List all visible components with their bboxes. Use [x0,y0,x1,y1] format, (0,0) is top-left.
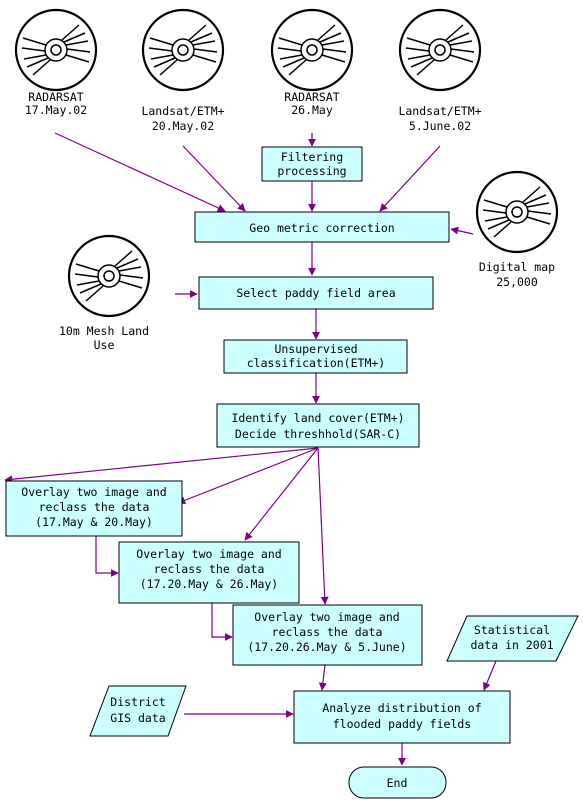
source-label-line2: 17.May.02 [25,103,87,117]
source-radarsat-17may: RADARSAT 17.May.02 [14,8,98,117]
disc-icon [141,8,225,92]
source-landsat-5june: Landsat/ETM+ 5.June.02 [398,8,482,133]
step-overlay-1: Overlay two image and reclass the data (… [5,480,183,537]
step-filtering: Filtering processing [261,146,363,182]
edge-identify-overlay3 [317,447,329,605]
source-radarsat-26may: RADARSAT 26.May [270,8,354,117]
edge-identify-overlay2 [244,447,319,541]
source-digital-map: Digital map 25,000 [475,170,559,289]
step-identify-land-cover: Identify land cover(ETM+) Decide threshh… [216,403,420,448]
source-label-line1: 10m Mesh Land [59,324,149,338]
source-label-line2: 5.June.02 [409,119,471,133]
source-label-line2: 25,000 [496,275,538,289]
data-input-district: District GIS data [89,685,187,737]
step-label-line2: flooded paddy fields [333,717,471,731]
source-label-line1: Digital map [479,260,555,274]
source-label-line2: 20.May.02 [152,119,214,133]
edge-identify-overlay1-right [177,447,319,505]
edges [4,132,497,766]
edge-overlay3-analyze [318,664,327,691]
edge-identify-overlay1-left [4,447,319,484]
step-label-line1: Overlay two image and [254,610,399,624]
data-label-line1: Statistical [474,623,550,637]
data-input-statistical: Statistical data in 2001 [446,615,579,662]
step-label-line2: reclass the data [272,625,383,639]
step-overlay-2: Overlay two image and reclass the data (… [118,541,300,604]
step-label-line1: End [387,776,408,790]
edge-overlay1-overlay2 [95,536,119,577]
data-label-line2: data in 2001 [470,638,553,652]
step-label-line2: processing [277,164,346,178]
disc-icon [475,170,559,254]
step-overlay-3: Overlay two image and reclass the data (… [232,604,423,666]
step-unsupervised: Unsupervised classification(ETM+) [223,339,408,374]
step-label-line1: Select paddy field area [236,286,395,300]
step-label-line3: (17.May & 20.May) [35,515,153,529]
step-label-line2: classification(ETM+) [247,356,385,370]
step-analyze-distribution: Analyze distribution of flooded paddy fi… [293,690,511,744]
edge-overlay2-overlay3 [211,603,233,641]
edge-landsat2-geometric [379,145,441,212]
step-label-line1: Unsupervised [274,342,357,356]
step-label-line1: Filtering [281,150,343,164]
source-label-line1: RADARSAT [28,90,83,104]
step-label-line3: (17.20.26.May & 5.June) [247,640,406,654]
disc-icon [270,8,354,92]
step-geometric-correction: Geo metric correction [194,211,450,243]
step-end: End [348,766,447,799]
step-label-line1: Analyze distribution of [322,701,481,715]
step-label-line1: Identify land cover(ETM+) [231,411,404,425]
source-label-line1: Landsat/ETM+ [398,104,481,118]
edge-digitalmap-geometric [450,226,474,235]
step-label-line2: reclass the data [154,562,265,576]
edge-statistical-analyze [483,660,497,691]
step-label-line3: (17.20.May & 26.May) [140,577,278,591]
disc-icon [398,8,482,92]
source-landsat-20may: Landsat/ETM+ 20.May.02 [141,8,225,133]
source-label-line2: 26.May [291,103,333,117]
source-label-line2: Use [94,338,115,352]
step-label-line1: Geo metric correction [249,221,394,235]
step-select-paddy: Select paddy field area [198,276,434,310]
step-label-line2: Decide threshhold(SAR-C) [235,427,401,441]
edge-landsat1-geometric [182,145,246,212]
source-label-line1: RADARSAT [284,90,339,104]
source-land-use: 10m Mesh Land Use [59,234,151,352]
step-label-line1: Overlay two image and [136,547,281,561]
disc-icon [14,8,98,92]
edge-radarsat1-geometric [54,132,226,212]
data-label-line2: GIS data [110,711,165,725]
step-label-line1: Overlay two image and [21,485,166,499]
data-label-line1: District [110,695,165,709]
disc-icon [67,234,151,318]
step-label-line2: reclass the data [39,500,150,514]
source-label-line1: Landsat/ETM+ [141,104,224,118]
